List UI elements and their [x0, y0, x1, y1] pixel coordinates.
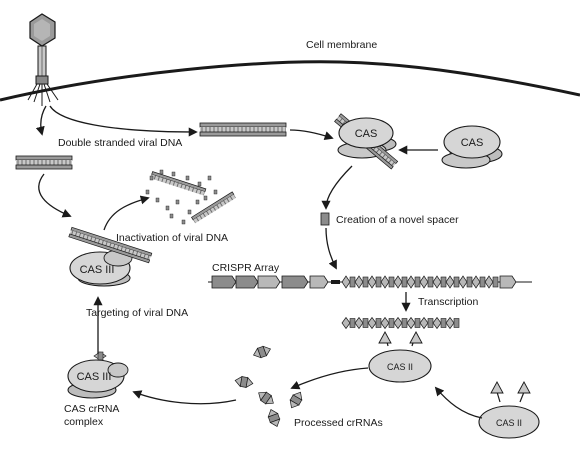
- transcript-spacer: [375, 318, 382, 328]
- transcription-label: Transcription: [418, 296, 478, 308]
- arrow-targeting-to-inactivation: [103, 195, 150, 231]
- crispr-spacer: [375, 276, 382, 288]
- crispr-repeat: [341, 275, 351, 289]
- transcript-repeat: [406, 316, 416, 330]
- processed-crrnas-label: Processed crRNAs: [294, 417, 383, 429]
- arrow-dna-to-cas: [289, 129, 334, 141]
- crispr-spacer: [492, 276, 499, 288]
- transcript-spacer: [401, 318, 408, 328]
- transcript-repeat: [341, 316, 351, 330]
- arrow-phage-to-cytoplasm: [35, 105, 47, 136]
- crispr-spacer: [349, 276, 356, 288]
- arrow-processing-to-crrnas: [290, 367, 369, 390]
- cell-membrane-label: Cell membrane: [306, 39, 377, 51]
- double-stranded-label: Double stranded viral DNA: [58, 137, 182, 149]
- crispr-spacer: [362, 276, 369, 288]
- cas-iii-complex-label: CAS III: [77, 371, 112, 383]
- crispr-repeat: [354, 275, 364, 289]
- cas-iii-targeting: CAS III: [68, 226, 153, 287]
- arrow-phage-to-acquisition: [49, 105, 198, 137]
- crispr-spacer: [479, 276, 486, 288]
- cas-ii-processing-label: CAS II: [387, 362, 413, 372]
- transcript-repeat: [445, 316, 455, 330]
- transcript-spacer: [388, 318, 395, 328]
- crispr-repeat: [406, 275, 416, 289]
- transcript-repeat: [367, 316, 377, 330]
- transcript-spacer: [453, 318, 460, 328]
- bacteriophage-icon: [27, 13, 59, 106]
- transcript-repeat: [354, 316, 364, 330]
- crispr-spacer: [401, 276, 408, 288]
- transcript-repeat: [432, 316, 442, 330]
- crispr-repeat: [367, 275, 377, 289]
- crispr-repeat: [471, 275, 481, 289]
- crispr-repeat: [393, 275, 403, 289]
- degraded-dna-fragments: [145, 169, 236, 225]
- arrow-spacer-to-array: [325, 227, 337, 270]
- transcript-repeat: [419, 316, 429, 330]
- crispr-repeat: [445, 275, 455, 289]
- transcript-spacer: [427, 318, 434, 328]
- cas-genes: [211, 275, 340, 289]
- novel-spacer-label: Creation of a novel spacer: [336, 214, 459, 226]
- crispr-spacer: [388, 276, 395, 288]
- viral-dna-acquisition: [199, 122, 287, 137]
- cas-free-protein: CAS: [441, 125, 503, 169]
- inactivation-label: Inactivation of viral DNA: [116, 232, 228, 244]
- array-end-arrow: [499, 275, 517, 289]
- cas-ii-free-label: CAS II: [496, 418, 522, 428]
- arrow-cas-to-spacer: [321, 165, 353, 210]
- cas-ii-processing: CAS II: [368, 331, 432, 383]
- cas-crrna-label-line2: complex: [64, 416, 104, 428]
- crispr-repeat: [458, 275, 468, 289]
- cas-iii-targeting-label: CAS III: [80, 264, 115, 276]
- arrow-free-cas-ii-to-processing: [434, 386, 483, 419]
- cas-acquisition-label: CAS: [355, 128, 378, 140]
- transcript-repeat: [380, 316, 390, 330]
- processed-crrna-fragments: [234, 345, 303, 427]
- transcript-repeat: [393, 316, 403, 330]
- cell-membrane-line: [0, 60, 580, 102]
- arrow-crrnas-to-complex: [132, 390, 237, 405]
- crispr-repeat-spacer-units: [341, 275, 499, 289]
- crispr-spacer: [453, 276, 460, 288]
- cas-iii-crrna-complex: CAS III: [67, 351, 129, 399]
- pre-crrna-transcript: [341, 316, 460, 330]
- crispr-spacer: [440, 276, 447, 288]
- arrow-dna-to-cas-iii: [38, 173, 72, 218]
- cas-ii-free: CAS II: [478, 381, 540, 439]
- cas-acquisition-complex: CAS: [334, 113, 399, 170]
- transcript-spacer: [349, 318, 356, 328]
- transcript-spacer: [362, 318, 369, 328]
- transcript-spacer: [414, 318, 421, 328]
- crispr-repeat: [432, 275, 442, 289]
- cas-crrna-label-line1: CAS crRNA: [64, 403, 119, 415]
- crispr-repeat: [484, 275, 494, 289]
- crispr-spacer: [414, 276, 421, 288]
- cas-free-label: CAS: [461, 137, 484, 149]
- transcript-spacer: [440, 318, 447, 328]
- crispr-array-label: CRISPR Array: [212, 262, 280, 274]
- crispr-spacer: [427, 276, 434, 288]
- crispr-repeat: [419, 275, 429, 289]
- targeting-label: Targeting of viral DNA: [86, 307, 188, 319]
- crispr-spacer: [466, 276, 473, 288]
- crispr-repeat: [380, 275, 390, 289]
- viral-dna-left: [15, 155, 73, 170]
- novel-spacer-icon: [320, 212, 330, 226]
